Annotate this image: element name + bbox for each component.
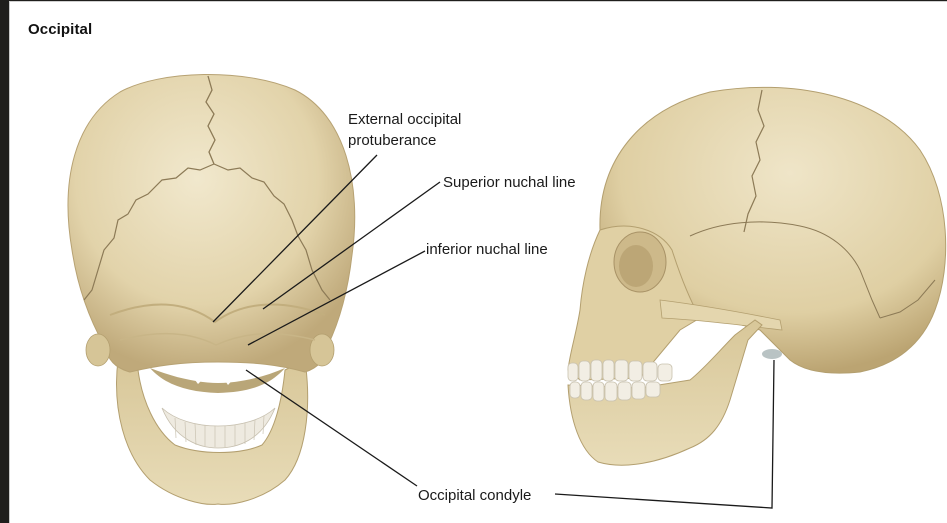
leader-occipital-condyle-posterior <box>245 369 418 487</box>
slide-title: Occipital <box>28 21 93 38</box>
label-occipital-condyle: Occipital condyle <box>418 487 532 504</box>
label-inferior-nuchal-line: inferior nuchal line <box>426 241 548 258</box>
posterior-skull <box>67 74 356 505</box>
label-external-occipital-protuberance-line2: protuberance <box>348 132 437 149</box>
lateral-skull <box>567 86 947 466</box>
leader-inferior-nuchal <box>247 250 426 346</box>
leader-external-occipital <box>212 154 378 323</box>
label-superior-nuchal-line: Superior nuchal line <box>443 174 576 191</box>
label-external-occipital-protuberance-line1: External occipital <box>348 111 462 128</box>
leader-superior-nuchal <box>262 181 441 310</box>
leader-lines <box>212 154 775 509</box>
leader-occipital-condyle-lateral <box>554 359 775 509</box>
